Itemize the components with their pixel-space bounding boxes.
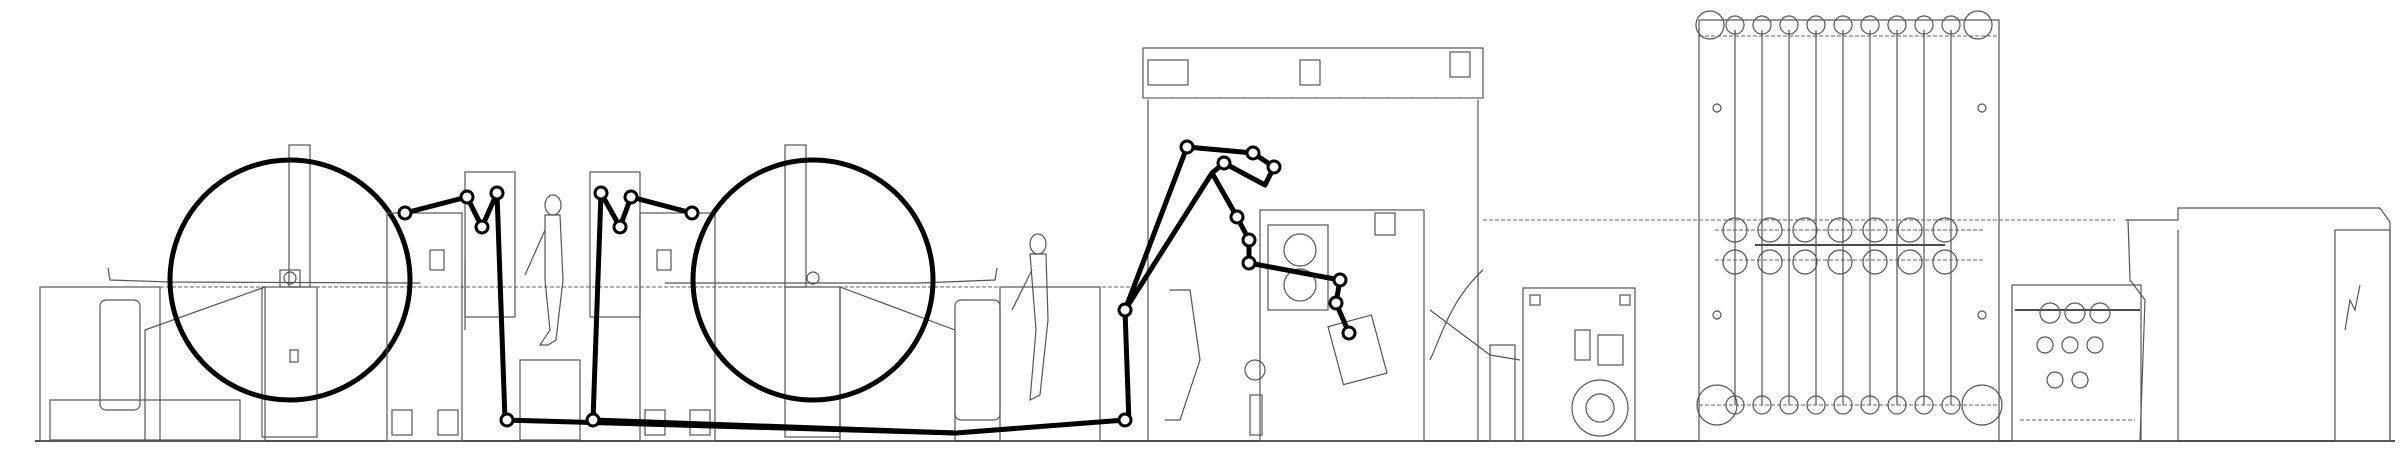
tower-mid-roller	[1862, 249, 1888, 275]
reel-left	[167, 157, 413, 403]
tower-top-roller	[1941, 15, 1961, 35]
tower-mid-roller	[1792, 217, 1818, 243]
tower-top-roller	[1914, 15, 1934, 35]
guide-roller	[1179, 139, 1195, 155]
tower-bottom-roller	[1806, 395, 1826, 415]
tower-bottom-roller	[1887, 395, 1907, 415]
tower-bottom-roller	[1779, 395, 1799, 415]
guide-roller	[593, 185, 609, 201]
guide-roller	[612, 219, 628, 235]
operator-figure	[519, 194, 581, 441]
unwinder-right	[665, 144, 1101, 442]
guide-roller	[623, 189, 639, 205]
guide-roller	[474, 219, 490, 235]
guide-roller	[397, 205, 413, 221]
tower-mid-roller	[1862, 217, 1888, 243]
web-path-right-splice	[590, 190, 959, 436]
unwinder-left	[39, 144, 421, 442]
tower-mid-roller	[1757, 249, 1783, 275]
tower-bottom-roller	[1752, 395, 1772, 415]
guide-roller	[585, 412, 601, 428]
guide-roller	[1117, 302, 1133, 318]
tower-top-roller	[1779, 15, 1799, 35]
operator-figure	[1011, 233, 1049, 402]
tower-mid-roller	[1722, 249, 1748, 275]
tower-mid-roller	[1792, 249, 1818, 275]
web-path-left	[402, 190, 1128, 436]
guide-roller	[1216, 155, 1232, 171]
guide-roller	[1229, 209, 1245, 225]
tower-top-roller	[1806, 15, 1826, 35]
tower-bottom-roller	[1725, 395, 1745, 415]
tower-mid-roller	[1897, 217, 1923, 243]
guide-roller	[1328, 295, 1344, 311]
guide-roller	[1117, 412, 1133, 428]
web-rollers	[397, 139, 1357, 428]
guide-roller	[1266, 159, 1282, 175]
tower-bottom-roller	[1914, 395, 1934, 415]
tower-mid-roller	[1932, 249, 1958, 275]
control-cabinet	[1522, 287, 1636, 442]
tower-top-roller	[1725, 15, 1745, 35]
guide-roller	[1332, 272, 1348, 288]
tower-bottom-roller	[1941, 395, 1961, 415]
guide-roller	[1245, 145, 1261, 161]
guide-roller	[459, 189, 475, 205]
tower-bottom-roller	[1833, 395, 1853, 415]
coating-unit	[1142, 47, 1484, 442]
guide-roller	[499, 412, 515, 428]
slitter-rewinder	[2011, 284, 2142, 442]
tower-mid-roller	[1827, 217, 1853, 243]
reel-right	[690, 157, 936, 403]
tower-mid-roller	[1897, 249, 1923, 275]
guide-roller	[1241, 232, 1257, 248]
nip-section	[1429, 269, 1521, 442]
tower-mid-roller	[1722, 217, 1748, 243]
tower-top-roller	[1752, 15, 1772, 35]
guide-roller	[489, 185, 505, 201]
tower-bottom-roller	[1860, 395, 1880, 415]
tower-top-roller	[1833, 15, 1853, 35]
guide-roller	[1241, 255, 1257, 271]
tower-top-roller	[1860, 15, 1880, 35]
tower-top-roller	[1887, 15, 1907, 35]
tower-mid-roller	[1827, 249, 1853, 275]
guide-roller	[684, 205, 700, 221]
tower-mid-roller	[1932, 217, 1958, 243]
output-enclosure	[2125, 207, 2391, 442]
splicer-left	[386, 171, 516, 442]
guide-roller	[1341, 325, 1357, 341]
tower-mid-roller	[1757, 217, 1783, 243]
drying-tower	[1695, 10, 2003, 442]
